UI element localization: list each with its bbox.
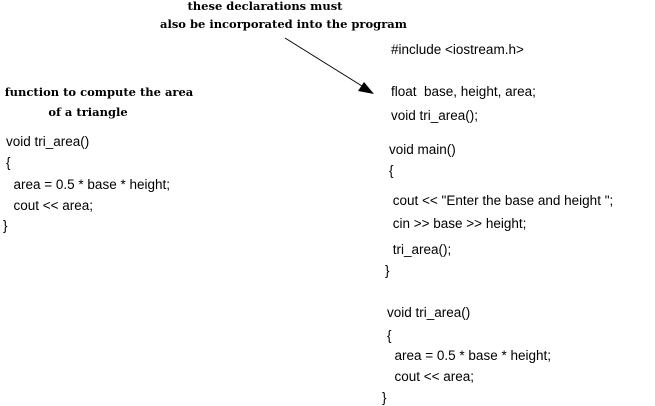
func-signature: void tri_area() <box>387 305 471 320</box>
left-code-line: area = 0.5 * base * height; <box>6 177 171 192</box>
left-note-line-2: of a triangle <box>48 105 128 119</box>
arrow-head <box>358 82 374 94</box>
main-close-brace: } <box>385 263 390 278</box>
include-line: #include <iostream.h> <box>391 42 524 57</box>
main-signature: void main() <box>389 142 456 157</box>
func-line-cout: cout << area; <box>387 369 475 384</box>
declaration-prototype: void tri_area(); <box>391 108 479 123</box>
left-code-line: } <box>3 218 8 233</box>
left-code-line: cout << area; <box>6 198 94 213</box>
declaration-variables: float base, height, area; <box>391 84 536 99</box>
top-note-line-1: these declarations must <box>187 0 343 13</box>
func-close-brace: } <box>382 390 387 405</box>
main-open-brace: { <box>389 163 394 178</box>
main-line-call: tri_area(); <box>389 242 452 257</box>
left-note-line-1: function to compute the area <box>4 85 194 99</box>
arrow-line <box>284 37 363 87</box>
main-line-cout: cout << "Enter the base and height "; <box>389 193 614 208</box>
main-line-cin: cin >> base >> height; <box>389 216 527 231</box>
top-note-line-2: also be incorporated into the program <box>160 17 407 31</box>
left-code-line: void tri_area() <box>6 134 90 149</box>
func-line-area: area = 0.5 * base * height; <box>387 348 552 363</box>
left-code-line: { <box>6 155 11 170</box>
func-open-brace: { <box>387 328 392 343</box>
